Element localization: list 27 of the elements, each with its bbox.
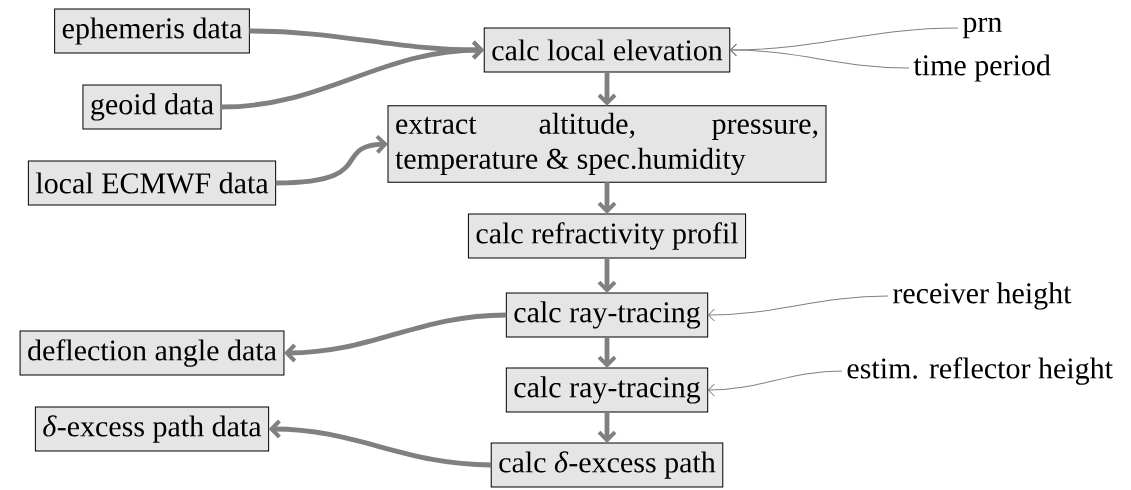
process-box: local ECMWF data <box>27 160 277 206</box>
process-box: calc ray-tracing <box>505 367 709 413</box>
process-box: δ-excess path data <box>34 406 270 452</box>
process-box: geoid data <box>82 84 222 130</box>
arrow <box>283 312 507 363</box>
process-box: calc local elevation <box>483 27 731 73</box>
process-box: extract altitude, pressure, temperature & spec.humidity <box>387 105 827 183</box>
input-label: prn <box>962 17 1002 39</box>
arrow <box>707 370 843 397</box>
process-box: ephemeris data <box>54 8 250 54</box>
process-box: calc δ-excess path <box>490 442 724 488</box>
arrow <box>597 412 617 443</box>
process-box: calc ray-tracing <box>505 292 709 338</box>
arrow <box>597 337 617 368</box>
process-box: calc refractivity profil <box>467 213 747 259</box>
arrow <box>597 72 617 106</box>
arrow <box>220 40 485 110</box>
input-label: time period <box>913 54 1051 82</box>
arrow <box>730 43 910 69</box>
process-box: deflection angle data <box>19 330 285 376</box>
arrow <box>275 134 388 186</box>
arrow <box>707 295 889 322</box>
input-label: estim. reflector height <box>847 357 1113 385</box>
arrow <box>597 182 617 214</box>
arrow <box>268 419 492 468</box>
input-label: receiver height <box>893 282 1072 310</box>
arrow <box>597 258 617 293</box>
